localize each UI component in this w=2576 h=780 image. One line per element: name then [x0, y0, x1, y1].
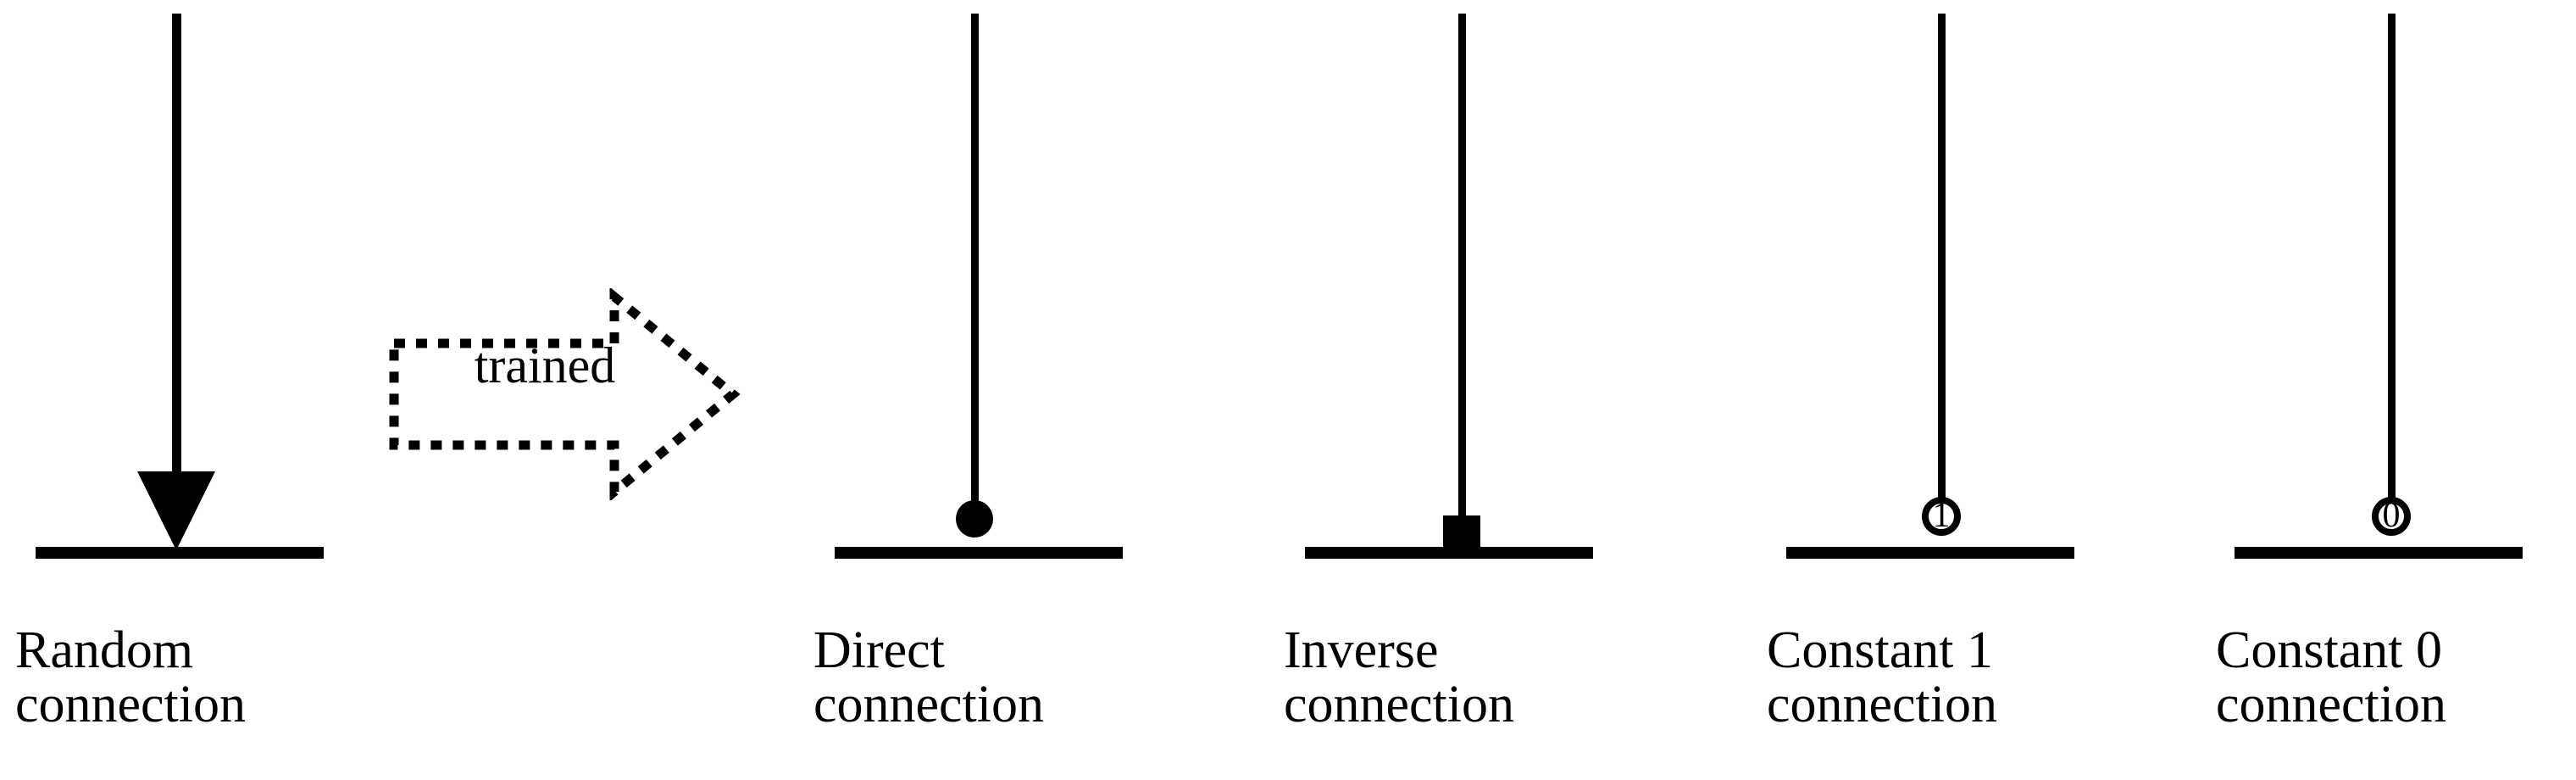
connection-stem — [1458, 14, 1466, 517]
connection-baseline — [1305, 547, 1593, 559]
caption-line-1: Inverse — [1284, 621, 1439, 679]
caption-line-2: connection — [2216, 676, 2447, 733]
caption-line-2: connection — [813, 676, 1045, 733]
caption-line-1: Constant 1 — [1767, 621, 1993, 679]
connection-baseline — [36, 547, 324, 559]
caption-line-1: Constant 0 — [2216, 621, 2442, 679]
trained-arrow-icon — [386, 288, 741, 500]
symbol-constant-0-connection: 0 Constant 0 connection — [2216, 0, 2576, 780]
connection-baseline — [835, 547, 1123, 559]
connection-stem — [1938, 14, 1946, 499]
symbol-caption: Constant 0 connection — [2216, 623, 2446, 732]
ring-digit: 1 — [1932, 496, 1951, 535]
open-circle-one-icon: 1 — [1922, 497, 1961, 536]
trained-label: trained — [474, 337, 616, 393]
filled-circle-icon — [956, 500, 993, 538]
symbol-constant-1-connection: 1 Constant 1 connection — [1767, 0, 2131, 780]
caption-line-2: connection — [1767, 676, 1998, 733]
symbol-caption: Random connection — [15, 623, 246, 732]
connection-baseline — [1786, 547, 2074, 559]
symbol-direct-connection: Direct connection — [813, 0, 1169, 780]
symbol-caption: Inverse connection — [1284, 623, 1514, 732]
caption-line-1: Direct — [813, 621, 945, 679]
caption-line-2: connection — [1284, 676, 1515, 733]
connection-stem — [172, 14, 181, 473]
symbol-random-connection: Random connection — [0, 0, 364, 780]
symbol-caption: Constant 1 connection — [1767, 623, 1997, 732]
connection-baseline — [2235, 547, 2523, 559]
open-circle-zero-icon: 0 — [2372, 497, 2411, 536]
caption-line-2: connection — [15, 676, 247, 733]
connection-stem — [2388, 14, 2396, 499]
connection-stem — [971, 14, 979, 502]
ring-digit: 0 — [2382, 496, 2401, 535]
symbol-inverse-connection: Inverse connection — [1284, 0, 1648, 780]
arrowhead-icon — [137, 471, 215, 550]
symbol-caption: Direct connection — [813, 623, 1044, 732]
filled-square-icon — [1443, 515, 1480, 553]
caption-line-1: Random — [15, 621, 194, 679]
